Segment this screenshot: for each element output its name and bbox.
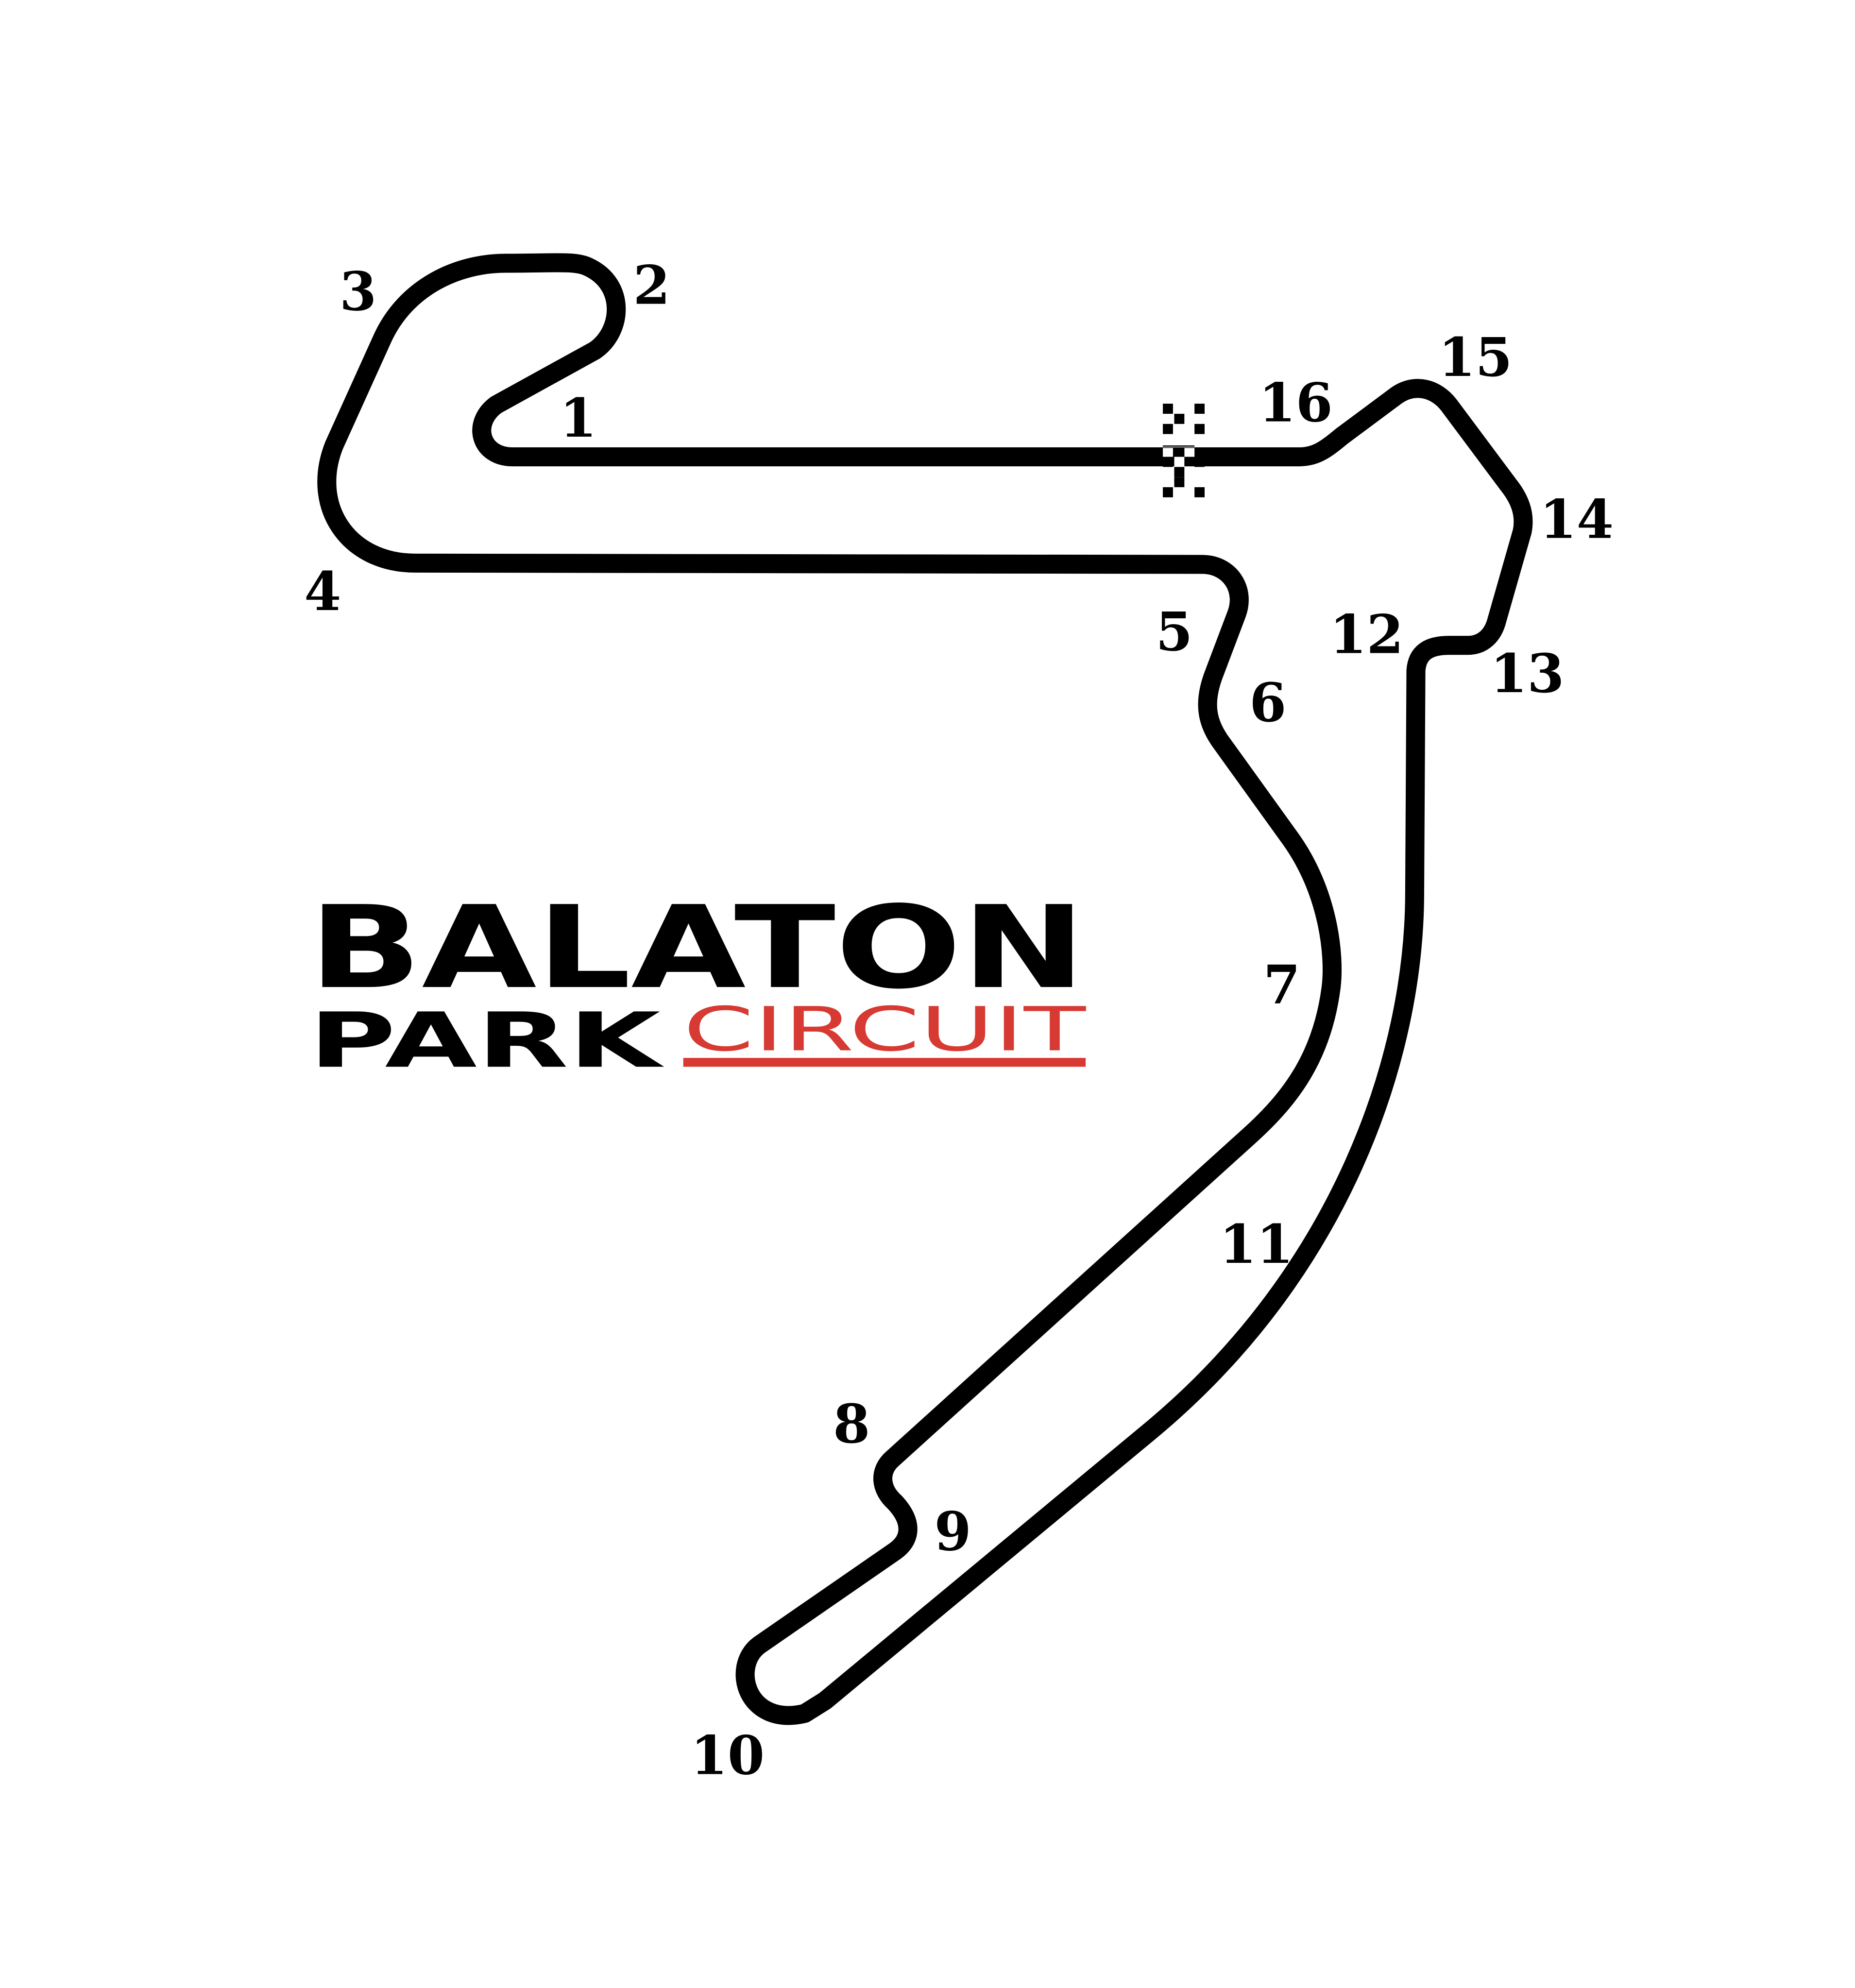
turn-2-label: 2 (633, 254, 670, 316)
track-path (317, 253, 1533, 1725)
turn-13-label: 13 (1490, 642, 1564, 705)
logo-underline (683, 1058, 1086, 1067)
turn-8-label: 8 (833, 1393, 870, 1455)
logo-circuit: CIRCUIT (683, 994, 1086, 1065)
turn-5-label: 5 (1156, 600, 1192, 663)
turn-10-label: 10 (691, 1724, 765, 1787)
turn-1-label: 1 (560, 387, 596, 449)
turn-9-label: 9 (935, 1500, 971, 1563)
logo-park: PARK (309, 996, 664, 1085)
circuit-logo: BALATON PARK CIRCUIT (309, 882, 1087, 1085)
turn-6-label: 6 (1249, 671, 1286, 734)
turn-15-label: 15 (1438, 326, 1512, 389)
turn-4-label: 4 (304, 560, 341, 623)
turn-labels: 1 2 3 4 5 6 7 8 9 10 11 12 13 14 15 16 (304, 254, 1614, 1786)
turn-3-label: 3 (340, 260, 376, 323)
turn-7-label: 7 (1263, 953, 1300, 1016)
turn-12-label: 12 (1329, 603, 1403, 665)
turn-14-label: 14 (1540, 488, 1614, 550)
checkered-flag-icon (1163, 404, 1205, 497)
turn-11-label: 11 (1220, 1213, 1293, 1275)
turn-16-label: 16 (1259, 372, 1332, 434)
logo-balaton: BALATON (309, 882, 1086, 1014)
